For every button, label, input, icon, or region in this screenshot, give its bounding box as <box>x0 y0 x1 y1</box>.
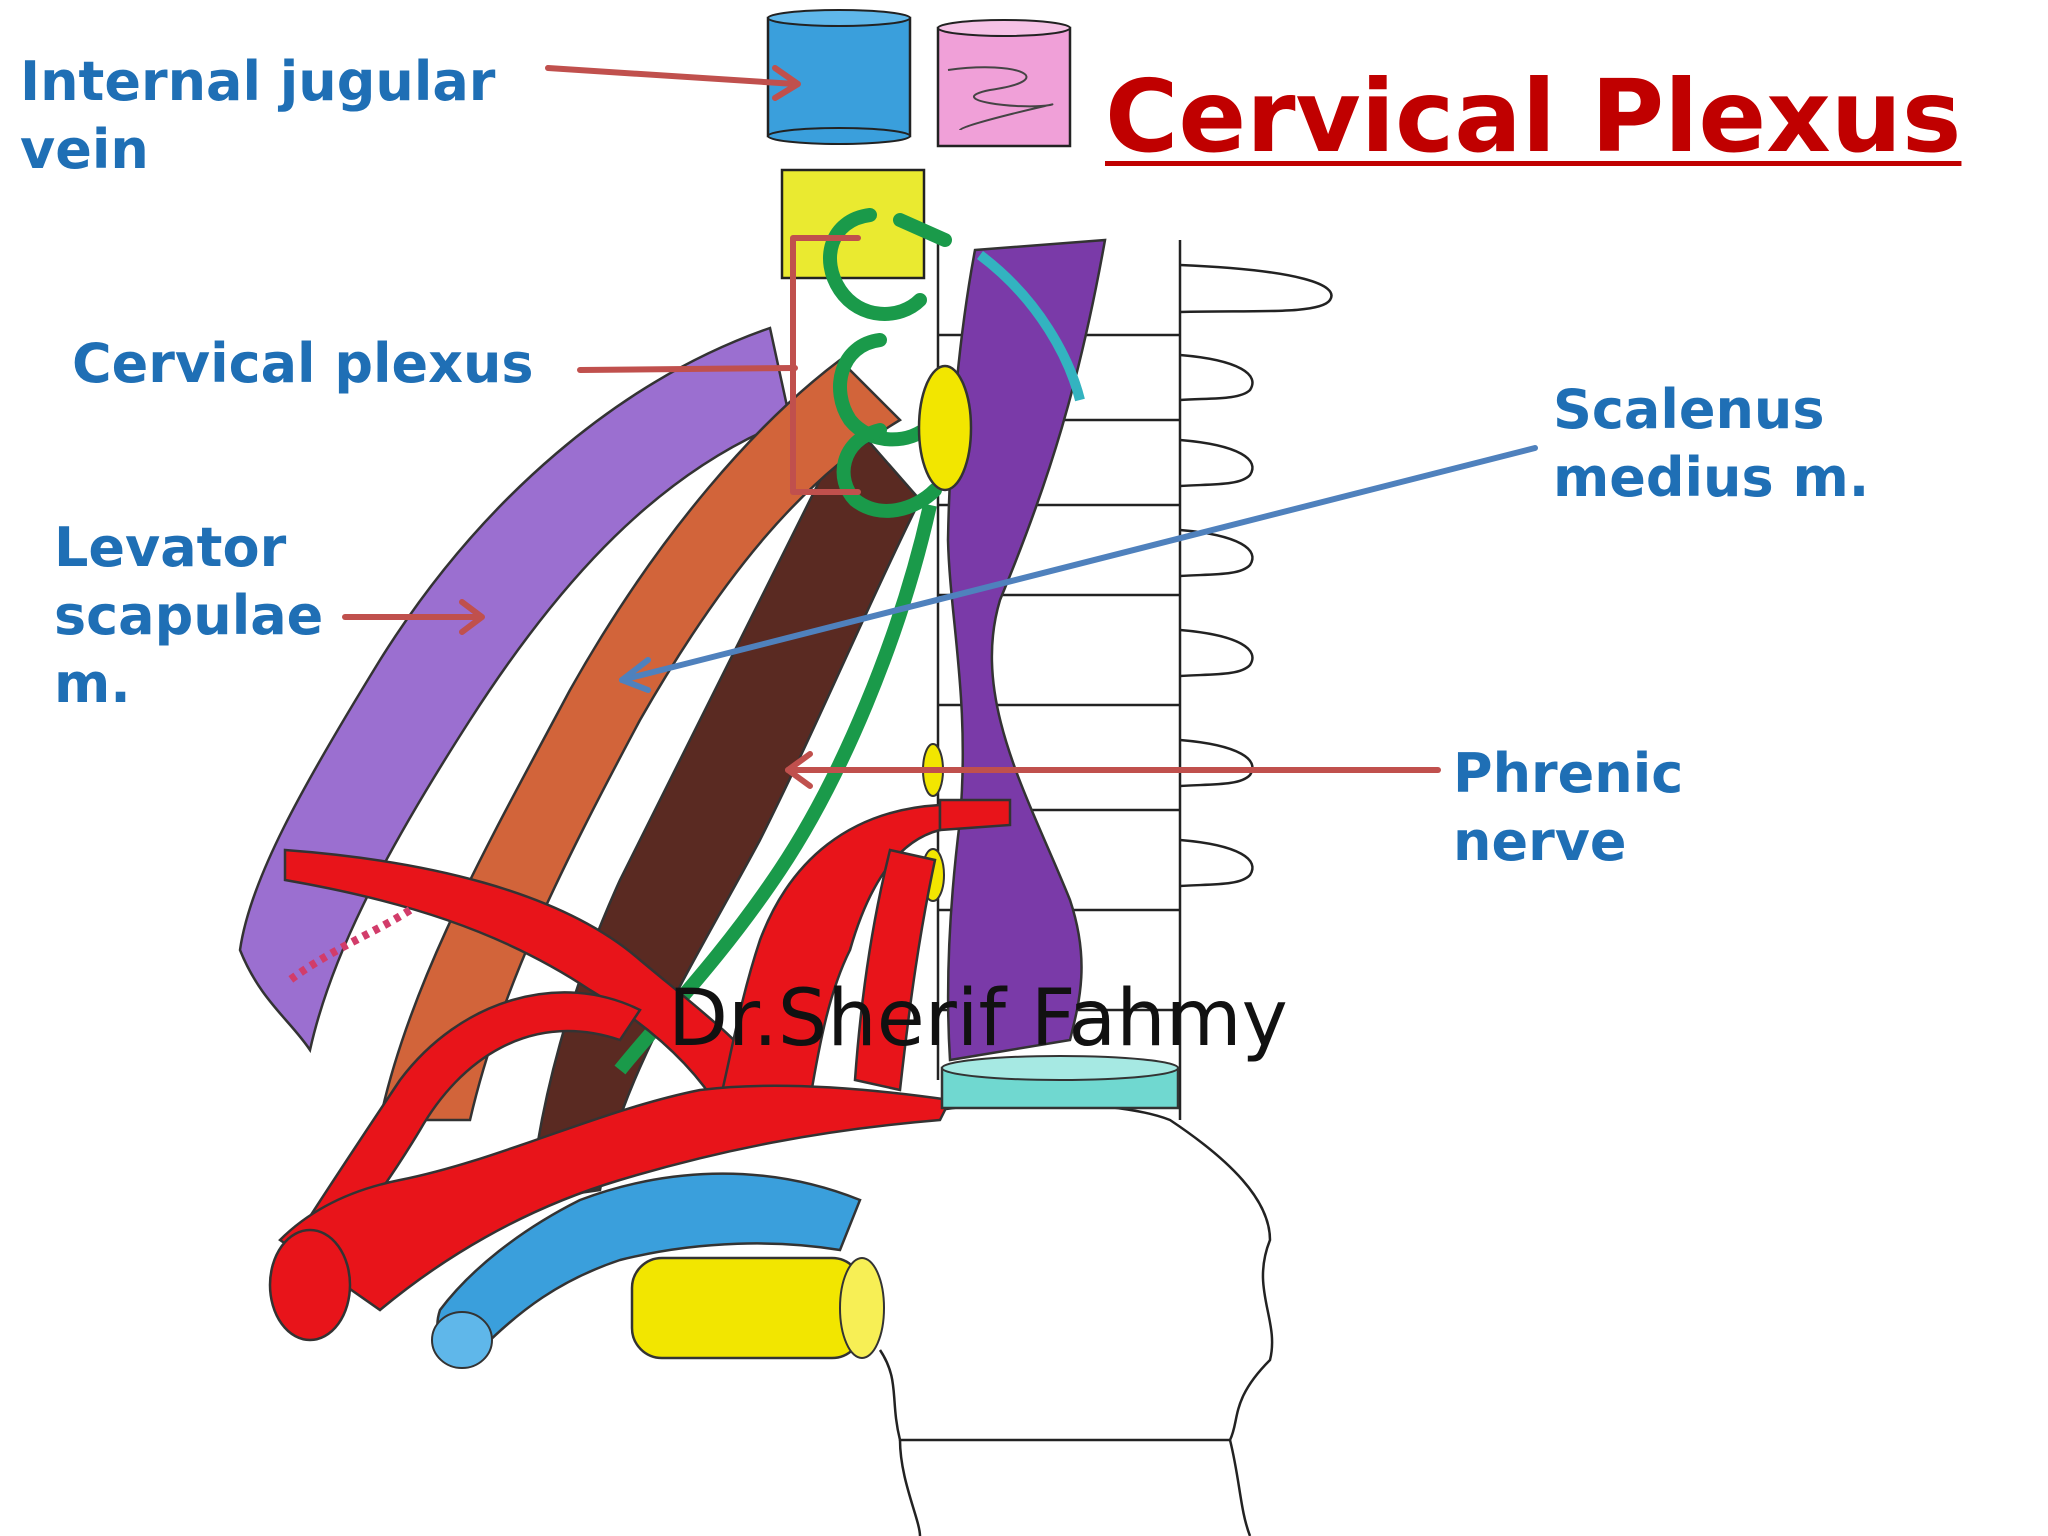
label-phrenic-nerve: Phrenic nerve <box>1453 740 1683 876</box>
label-cervical-plexus: Cervical plexus <box>72 330 534 398</box>
label-internal-jugular-vein: Internal jugular vein <box>20 48 495 184</box>
label-scalenus-medius: Scalenus medius m. <box>1553 376 1869 512</box>
yellow-cylinder-shape <box>630 1256 885 1360</box>
label-levator-scapulae: Levator scapulae m. <box>54 514 323 718</box>
artery-end-left <box>268 1228 352 1342</box>
label-line: Scalenus <box>1553 378 1825 441</box>
sympathetic-ganglion-shape <box>917 364 973 492</box>
pink-dotted-vessel <box>287 906 413 984</box>
label-line: Levator <box>54 516 287 579</box>
label-line: Phrenic <box>1453 742 1684 805</box>
cyan-band-shape <box>976 251 1085 402</box>
label-line: medius m. <box>1553 446 1870 509</box>
label-arrows <box>342 65 1538 789</box>
page-title: Cervical Plexus <box>1105 58 1962 175</box>
cervical-plexus-loops <box>823 208 952 518</box>
label-line: Cervical plexus <box>72 332 534 395</box>
label-line: nerve <box>1453 810 1627 873</box>
carotid-cylinder-shape <box>936 19 1072 148</box>
longus-colli-shape <box>946 238 1107 1062</box>
author-watermark: Dr.Sherif Fahmy <box>668 974 1288 1064</box>
trachea-ring-shape <box>940 1055 1180 1110</box>
vein-end <box>431 1311 493 1369</box>
label-line: Internal jugular <box>20 50 496 113</box>
label-line: scapulae <box>54 584 324 647</box>
label-line: vein <box>20 118 149 181</box>
label-line: m. <box>54 652 131 715</box>
